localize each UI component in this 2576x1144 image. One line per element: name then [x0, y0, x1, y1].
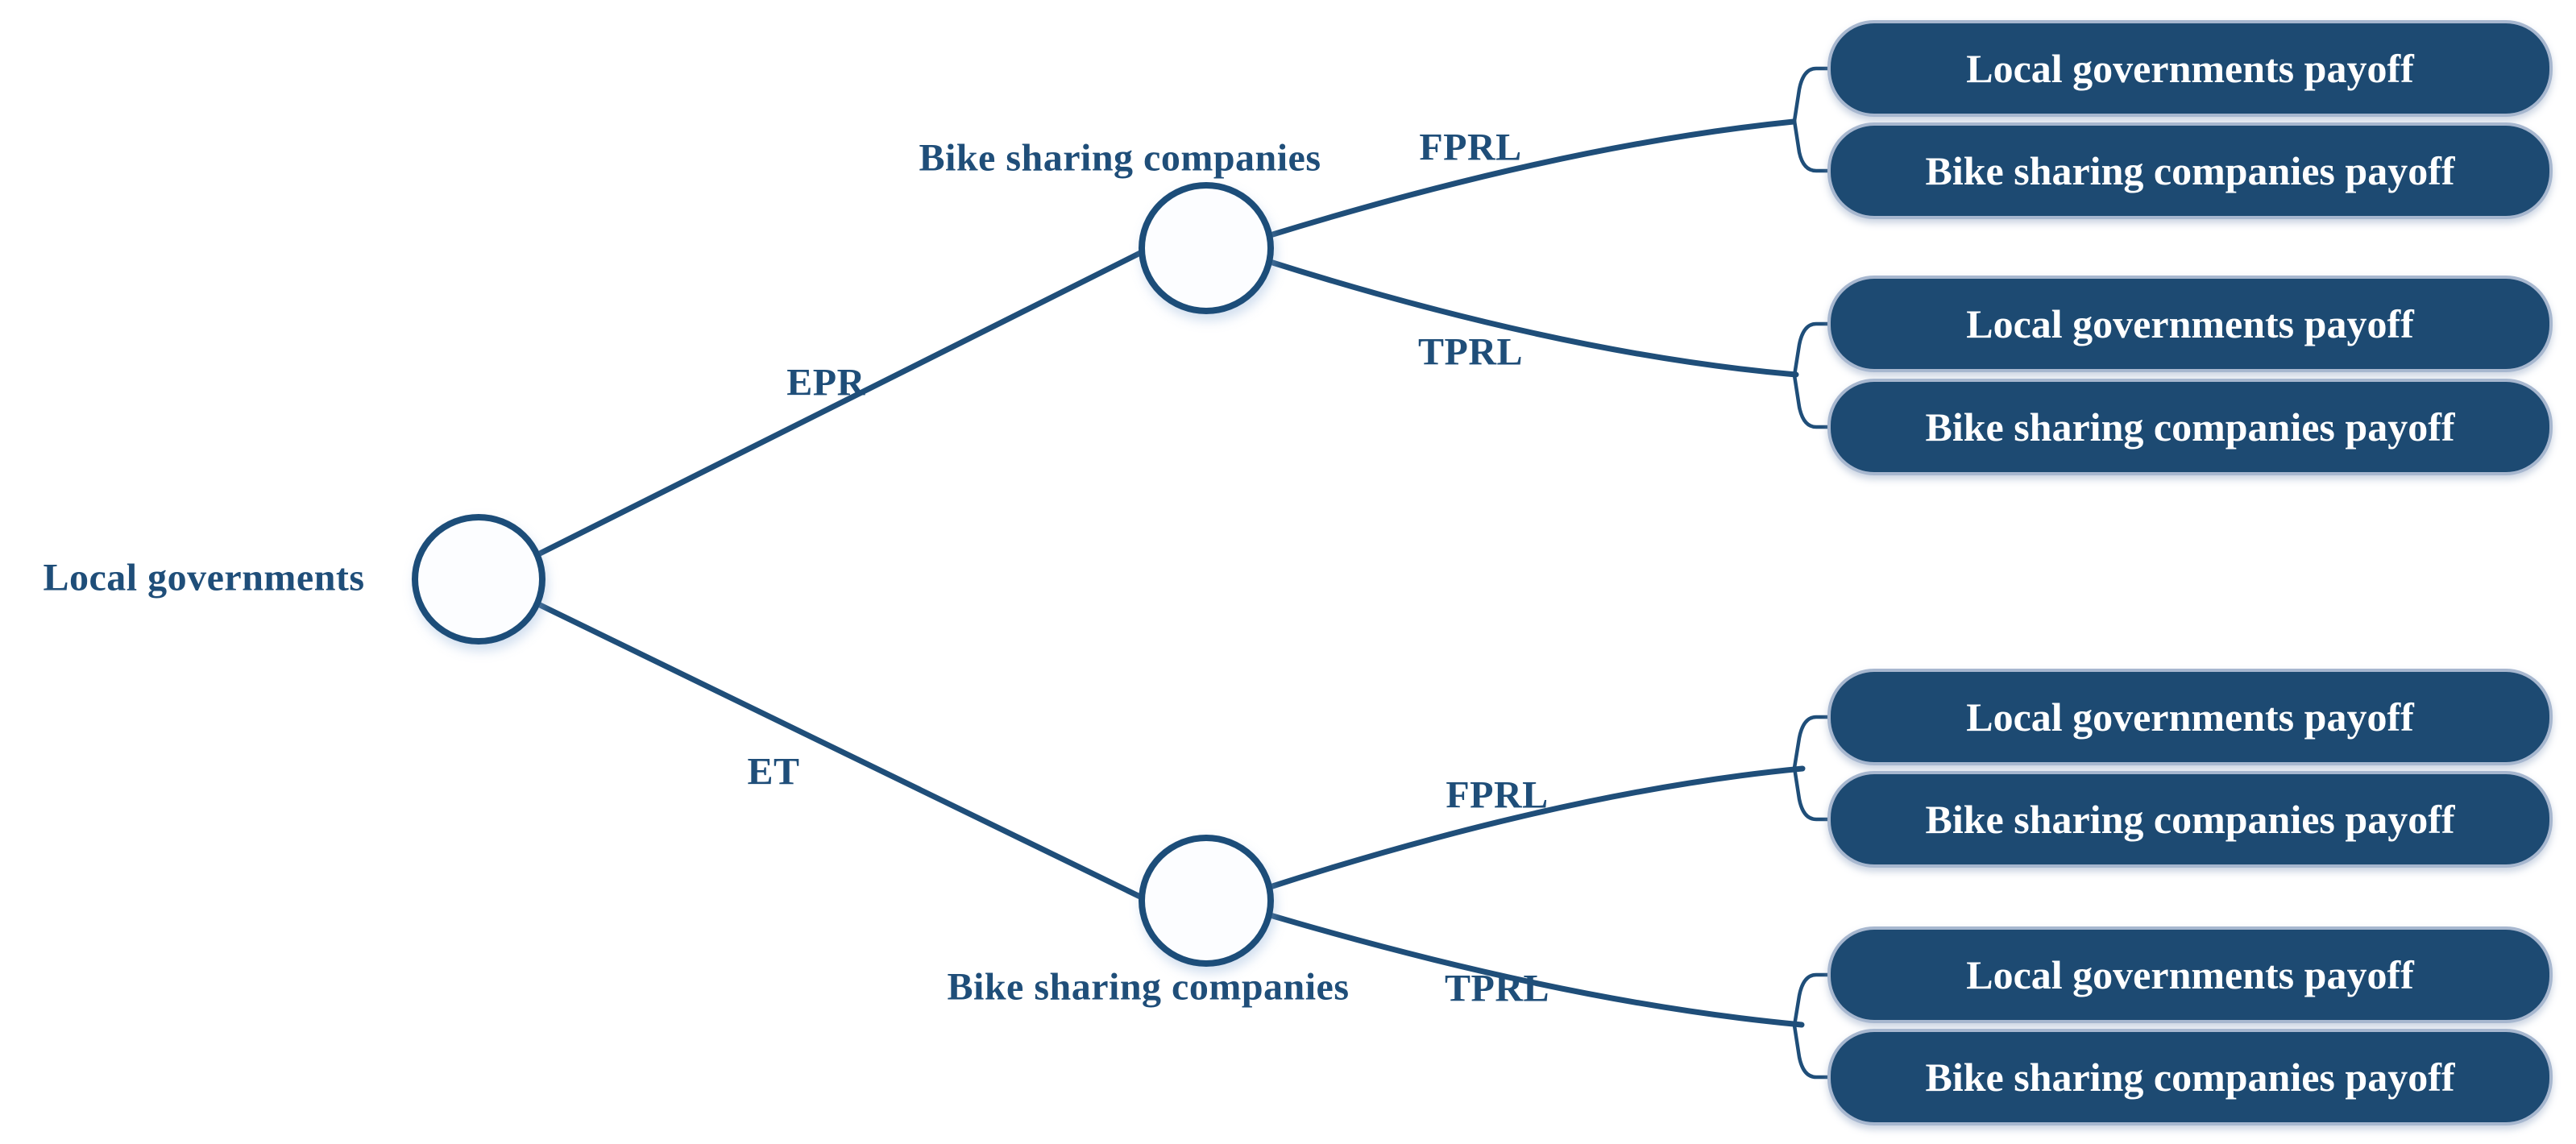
- edge-label-epr: EPR: [786, 361, 865, 404]
- edge-epr: [532, 248, 1147, 559]
- edge-fprl-upper: [1264, 118, 1797, 239]
- upper-node-label: Bike sharing companies: [919, 136, 1321, 180]
- payoff-brace-3: [1792, 715, 1835, 822]
- payoff-brace-2: [1792, 321, 1835, 429]
- payoff-box-local-governments: Local governments payoff: [1827, 669, 2553, 765]
- edge-label-tprl-lower: TPRL: [1444, 967, 1550, 1010]
- lower-node-circle: [1139, 835, 1274, 967]
- edge-label-fprl-lower: FPRL: [1446, 773, 1549, 817]
- payoff-box-bike-sharing-companies: Bike sharing companies payoff: [1827, 771, 2553, 868]
- upper-node-circle: [1139, 182, 1274, 314]
- root-node-label: Local governments: [43, 556, 365, 599]
- edge-et: [532, 599, 1147, 902]
- lower-node-label: Bike sharing companies: [947, 965, 1350, 1009]
- root-node-circle: [412, 514, 545, 645]
- payoff-box-local-governments: Local governments payoff: [1827, 276, 2553, 372]
- edge-label-fprl-upper: FPRL: [1419, 126, 1522, 169]
- payoff-box-bike-sharing-companies: Bike sharing companies payoff: [1827, 1029, 2553, 1125]
- edge-tprl-upper: [1264, 258, 1799, 378]
- edge-label-tprl-upper: TPRL: [1417, 330, 1524, 374]
- payoff-brace-4: [1792, 972, 1835, 1080]
- payoff-box-local-governments: Local governments payoff: [1827, 926, 2553, 1023]
- payoff-box-bike-sharing-companies: Bike sharing companies payoff: [1827, 379, 2553, 475]
- edge-label-et: ET: [747, 750, 800, 794]
- edge-tprl-lower: [1264, 911, 1805, 1028]
- payoff-box-bike-sharing-companies: Bike sharing companies payoff: [1827, 122, 2553, 219]
- edge-fprl-lower: [1264, 765, 1806, 891]
- payoff-box-local-governments: Local governments payoff: [1827, 20, 2553, 117]
- payoff-brace-1: [1792, 66, 1835, 173]
